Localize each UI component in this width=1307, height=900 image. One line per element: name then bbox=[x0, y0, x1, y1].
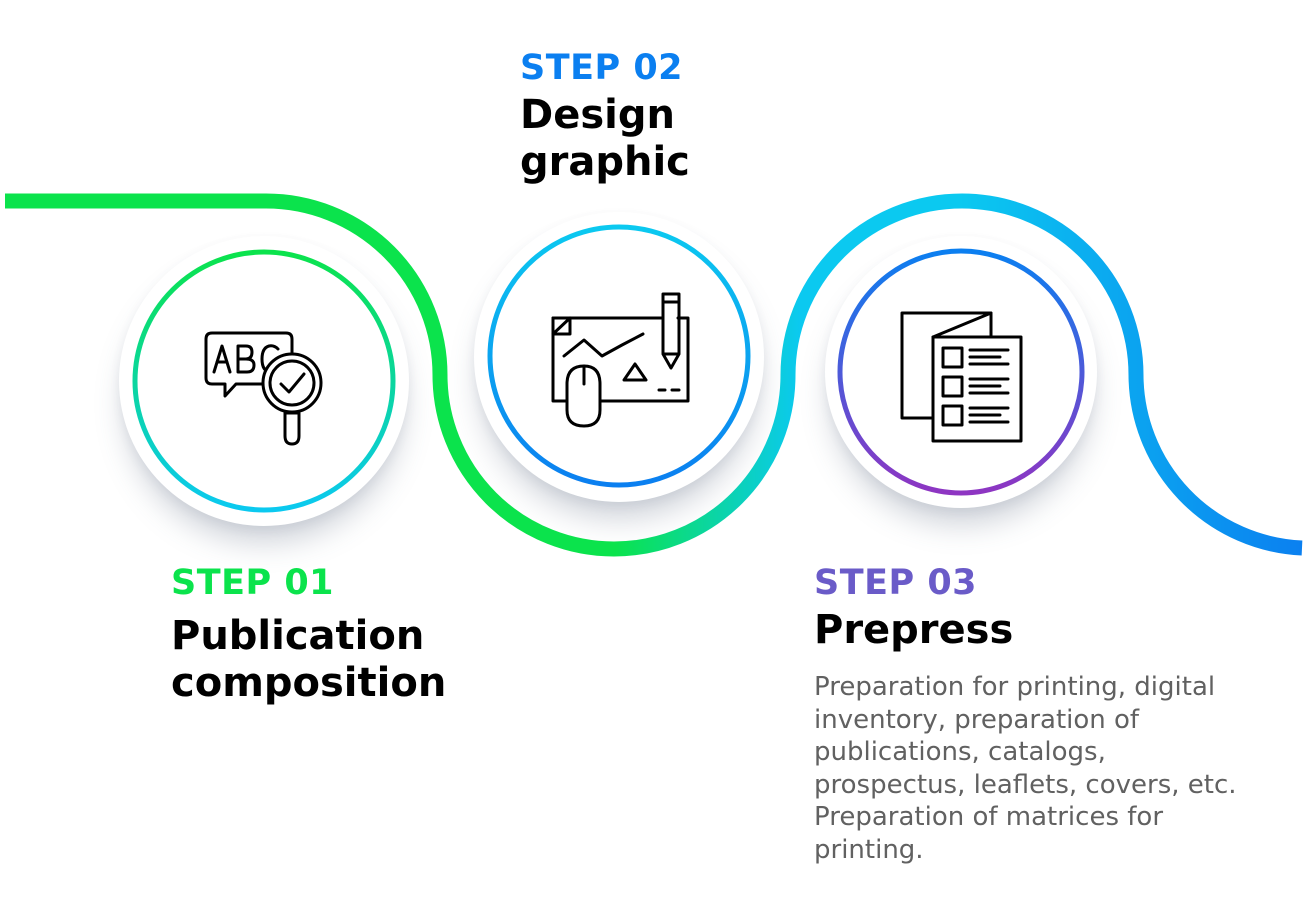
abc-magnifier-check-icon bbox=[204, 331, 323, 446]
wave-segment-2 bbox=[613, 193, 963, 557]
step-3-description: Preparation for printing, digital invent… bbox=[814, 671, 1284, 866]
step-3-ring bbox=[837, 248, 1085, 496]
folded-brochure-checklist-icon bbox=[900, 311, 1023, 443]
wave-segment-3 bbox=[961, 193, 1303, 556]
step-2-title-line-1: Design bbox=[520, 92, 675, 138]
wave-segment-1 bbox=[5, 193, 615, 557]
step-2-label: STEP 02 bbox=[520, 48, 684, 88]
step-3-description-line-5: Preparation of matrices for bbox=[814, 802, 1164, 832]
step-3-description-line-6: printing. bbox=[814, 834, 924, 865]
step-1-ring bbox=[132, 249, 396, 513]
step-3-description-line-1: Preparation for printing, digital bbox=[814, 672, 1216, 702]
step-1-title-line-1: Publication bbox=[171, 613, 425, 659]
step-3-description-line-4: prospectus, leaflets, covers, etc. bbox=[814, 769, 1237, 800]
step-1-title-line-2: composition bbox=[171, 660, 447, 706]
step-3-label: STEP 03 bbox=[814, 563, 978, 603]
step-2-title: Design graphic bbox=[520, 92, 690, 186]
step-1-title: Publication composition bbox=[171, 613, 446, 707]
step-3-title-line-1: Prepress bbox=[814, 607, 1014, 653]
step-1-label: STEP 01 bbox=[171, 563, 335, 603]
step-3-title: Prepress bbox=[814, 607, 1013, 654]
step-3-description-line-3: publications, catalogs, bbox=[814, 737, 1106, 767]
step-2-ring bbox=[487, 224, 751, 488]
drawing-board-pencil-mouse-icon bbox=[551, 292, 690, 428]
step-2-disc bbox=[474, 212, 764, 502]
step-3-description-line-2: inventory, preparation of bbox=[814, 704, 1140, 735]
step-2-title-line-2: graphic bbox=[520, 139, 690, 185]
